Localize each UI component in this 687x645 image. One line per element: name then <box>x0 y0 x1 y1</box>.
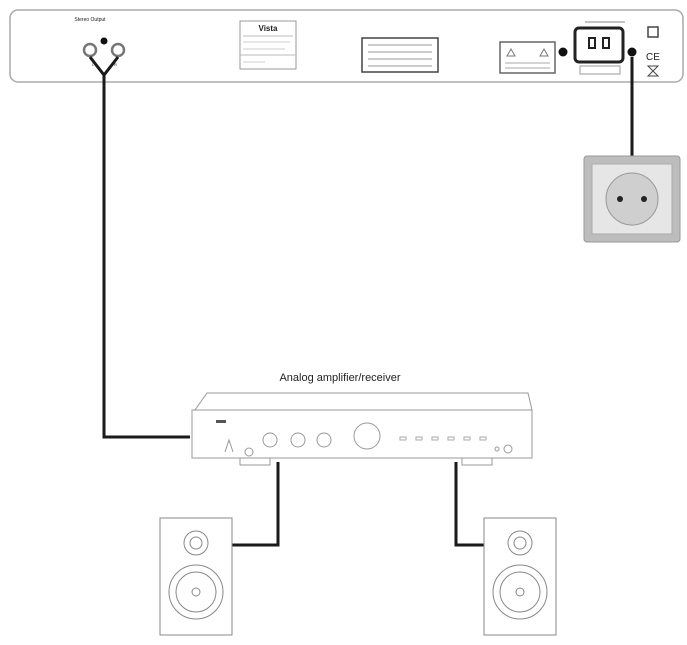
left-speaker-cable <box>232 462 280 547</box>
rating-label: Vista <box>239 20 297 70</box>
right-speaker <box>483 517 557 636</box>
ce-mark: CE <box>646 52 660 63</box>
left-label: L <box>92 62 95 67</box>
right-label: R <box>114 62 117 67</box>
right-rca-jack <box>110 42 126 58</box>
wall-power-socket <box>583 155 681 243</box>
amplifier-title: Analog amplifier/receiver <box>279 372 400 384</box>
jack-center-dot <box>100 37 108 45</box>
stereo-output-label: Stereo Output <box>74 17 106 23</box>
laser-warning-label <box>361 37 439 73</box>
stereo-rca-cable <box>88 56 190 439</box>
left-rca-jack <box>82 42 98 58</box>
safety-warning-label <box>499 41 556 74</box>
left-speaker <box>159 517 233 636</box>
right-speaker-cable <box>454 462 484 547</box>
player-back-panel: Stereo Output L R Vista <box>9 9 684 83</box>
brand-label: Vista <box>259 24 279 33</box>
analog-amplifier <box>191 392 533 466</box>
power-inlet: CE <box>558 21 660 77</box>
